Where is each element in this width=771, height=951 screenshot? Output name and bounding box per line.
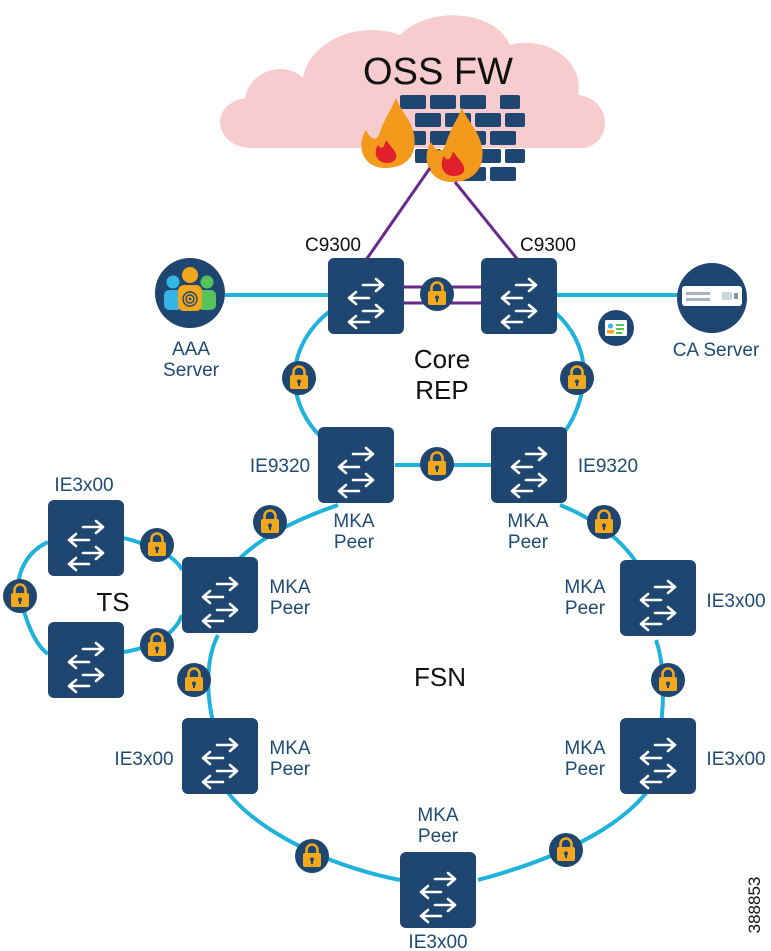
lock-icon xyxy=(649,661,687,699)
figure-number: 388853 xyxy=(745,877,764,934)
ts-switch-bottom[interactable] xyxy=(46,620,126,700)
lock-icon xyxy=(280,359,318,397)
fsn-switch-right-bottom[interactable] xyxy=(618,716,698,796)
firewall-link-left xyxy=(364,167,432,261)
lock-icon xyxy=(558,359,596,397)
lock-icon xyxy=(547,831,585,869)
fsn-right-top-model: IE3x00 xyxy=(706,591,765,612)
lock-icon xyxy=(138,626,176,664)
ie9320-left-role-line2: Peer xyxy=(334,532,375,553)
users-fingerprint-icon[interactable] xyxy=(155,258,225,328)
core-ring-label-line2: REP xyxy=(415,375,468,405)
fsn-bottom-role-line2: Peer xyxy=(418,826,459,847)
fsn-right-bottom-role-line1: MKA xyxy=(564,738,606,759)
firewall-link-right xyxy=(453,181,520,261)
core-switch-right-label: C9300 xyxy=(520,235,576,256)
fsn-left-bottom-role-line2: Peer xyxy=(270,759,311,780)
ca-server-label: CA Server xyxy=(673,340,760,361)
ie9320-right-model: IE9320 xyxy=(578,456,638,477)
cloud-title: OSS FW xyxy=(363,51,513,93)
fsn-right-top-role-line1: MKA xyxy=(564,577,606,598)
fsn-left-bottom-model: IE3x00 xyxy=(114,749,173,770)
fsn-bottom-role-line1: MKA xyxy=(417,805,459,826)
ie9320-right-role-line2: Peer xyxy=(508,532,549,553)
lock-icon xyxy=(418,275,456,313)
fsn-switch-left-top[interactable] xyxy=(180,555,260,635)
fsn-right-bottom-model: IE3x00 xyxy=(706,749,765,770)
firewall-icon xyxy=(361,95,525,182)
fsn-switch-right-top[interactable] xyxy=(618,558,698,638)
lock-icon xyxy=(418,445,456,483)
core-switch-left-label: C9300 xyxy=(305,235,361,256)
ts-switch-top[interactable] xyxy=(46,498,126,578)
lock-icon xyxy=(293,837,331,875)
fsn-right-bottom-role-line2: Peer xyxy=(565,759,606,780)
ie9320-right-role-line1: MKA xyxy=(507,511,549,532)
ie9320-switch-right[interactable] xyxy=(489,425,569,505)
fsn-switch-left-bottom[interactable] xyxy=(180,716,260,796)
ts-top-model: IE3x00 xyxy=(54,475,113,496)
fsn-bottom-model: IE3x00 xyxy=(408,932,467,951)
server-appliance-icon[interactable] xyxy=(677,263,747,333)
aaa-server-label-line2: Server xyxy=(163,360,220,381)
ie9320-left-model: IE9320 xyxy=(250,456,310,477)
ts-ring-label: TS xyxy=(96,587,129,617)
ie9320-switch-left[interactable] xyxy=(316,425,396,505)
fsn-left-top-role-line1: MKA xyxy=(269,577,311,598)
certificate-icon xyxy=(598,310,634,346)
lock-icon xyxy=(1,577,39,615)
ie9320-left-role-line1: MKA xyxy=(333,511,375,532)
fsn-left-bottom-role-line1: MKA xyxy=(269,738,311,759)
core-switch-right[interactable] xyxy=(479,256,559,336)
lock-icon xyxy=(138,526,176,564)
fsn-left-top-role-line2: Peer xyxy=(270,598,311,619)
lock-icon xyxy=(175,661,213,699)
lock-icon xyxy=(251,503,289,541)
core-switch-left[interactable] xyxy=(326,256,406,336)
fsn-ring-label: FSN xyxy=(414,662,466,692)
fsn-right-top-role-line2: Peer xyxy=(565,598,606,619)
fsn-switch-bottom[interactable] xyxy=(398,850,478,930)
lock-icon xyxy=(585,503,623,541)
aaa-server-label-line1: AAA xyxy=(172,339,210,360)
core-ring-label-line1: Core xyxy=(414,344,470,374)
